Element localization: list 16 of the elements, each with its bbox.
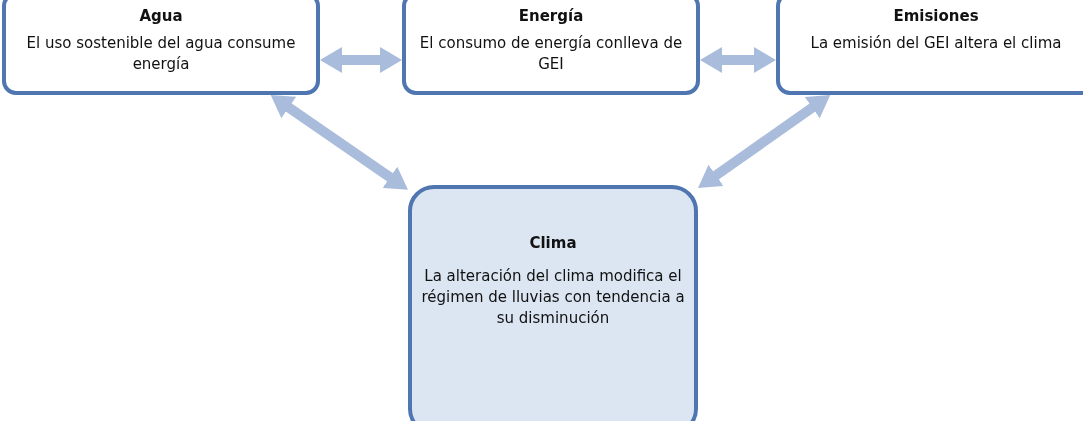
box-title: Emisiones — [892, 6, 980, 27]
double-arrow — [700, 47, 776, 73]
box-description: La alteración del clima modifica el régimen de lluvias con tendencia a su disminución — [420, 266, 686, 329]
box-description: La emisión del GEI altera el clima — [809, 33, 1063, 54]
text-box — [2, 0, 320, 95]
text-box — [408, 185, 698, 421]
double-arrow — [320, 47, 402, 73]
box-title: Energía — [517, 6, 585, 27]
box-description: El consumo de energía conlleva de GEI — [418, 33, 684, 75]
text-box — [776, 0, 1083, 95]
box-title: Clima — [528, 233, 578, 254]
text-box — [402, 0, 700, 95]
double-arrow — [270, 95, 408, 190]
box-description: El uso sostenible del agua consume energía — [25, 33, 297, 75]
double-arrow — [698, 95, 831, 188]
box-title: Agua — [138, 6, 184, 27]
